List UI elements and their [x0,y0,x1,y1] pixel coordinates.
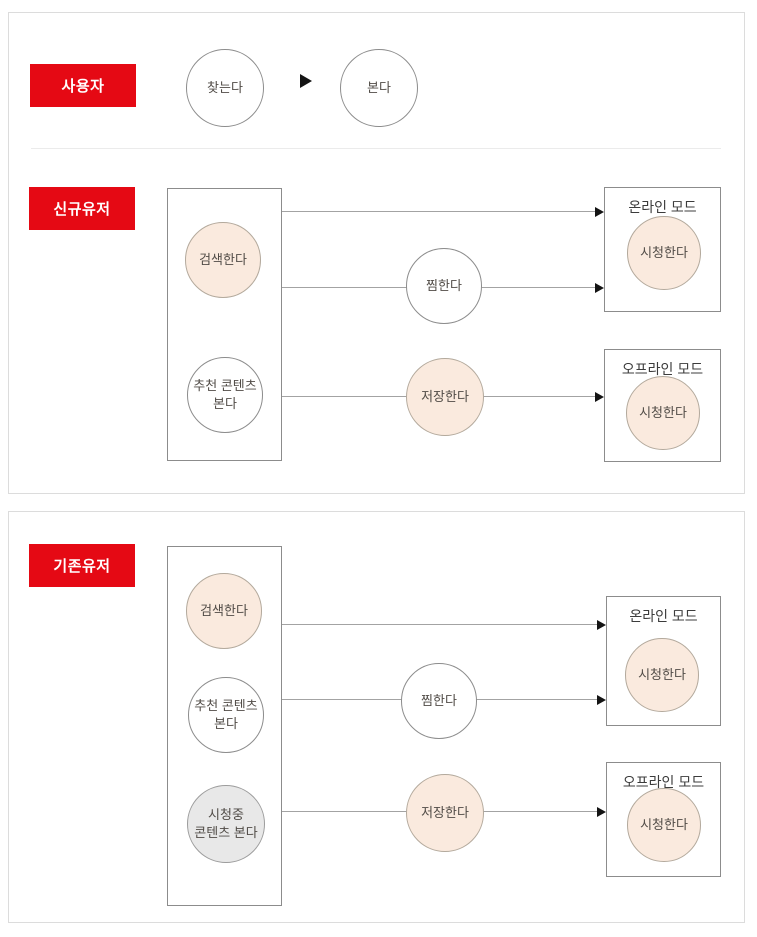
node-search: 검색한다 [186,573,262,649]
online-mode-title: 온라인 모드 [628,199,697,215]
arrowhead-icon [595,283,604,293]
existing-user-label-badge: 기존유저 [29,544,135,587]
arrowhead-icon [597,807,606,817]
section-divider [31,148,721,149]
top-panel: 사용자 찾는다 본다 신규유저 검색한다 추천 콘텐츠 본다 찜한다 저장한다 … [8,12,745,494]
node-save: 저장한다 [406,358,484,436]
node-recommended-content: 추천 콘텐츠 본다 [187,357,263,433]
user-label-badge: 사용자 [30,64,136,107]
node-watch: 본다 [340,49,418,127]
arrowhead-icon [595,392,604,402]
node-watch-offline: 시청한다 [626,376,700,450]
node-watch-offline: 시청한다 [627,788,701,862]
node-search: 검색한다 [185,222,261,298]
arrowhead-icon [597,695,606,705]
node-find: 찾는다 [186,49,264,127]
arrowhead-icon [597,620,606,630]
node-watch-online: 시청한다 [625,638,699,712]
online-mode-title: 온라인 모드 [629,608,698,624]
offline-mode-title: 오프라인 모드 [622,774,705,790]
arrow-right-icon [300,74,312,88]
node-watching-content: 시청중 콘텐츠 본다 [187,785,265,863]
node-wishlist: 찜한다 [401,663,477,739]
node-recommended-content: 추천 콘텐츠 본다 [188,677,264,753]
flow-line [282,211,596,212]
arrowhead-icon [595,207,604,217]
new-user-label-badge: 신규유저 [29,187,135,230]
flow-line [282,624,598,625]
bottom-panel: 기존유저 검색한다 추천 콘텐츠 본다 시청중 콘텐츠 본다 찜한다 저장한다 … [8,511,745,923]
node-watch-online: 시청한다 [627,216,701,290]
node-save: 저장한다 [406,774,484,852]
offline-mode-title: 오프라인 모드 [621,361,704,377]
node-wishlist: 찜한다 [406,248,482,324]
